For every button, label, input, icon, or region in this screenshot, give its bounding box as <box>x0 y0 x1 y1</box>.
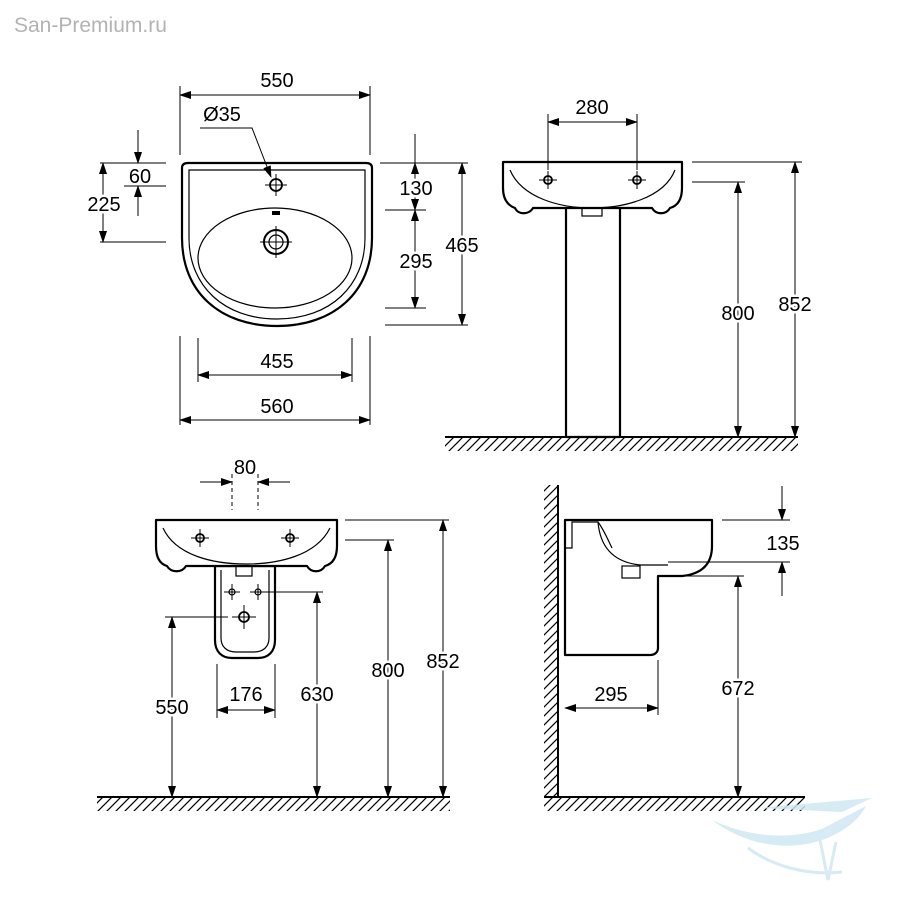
dim-label-drain-height: 550 <box>155 697 188 719</box>
dim-label-semi-hole-spacing: 80 <box>234 457 256 479</box>
dim-label-side-shroud-bottom-height: 672 <box>721 678 754 700</box>
tap-hole-right-icon <box>628 171 646 189</box>
dim-label-shroud-width: 176 <box>229 684 262 706</box>
drain-trap <box>581 207 603 217</box>
tap-hole-left-icon <box>191 529 209 547</box>
basin-front-pedestal <box>501 160 684 215</box>
watermark-text: San-Premium.ru <box>14 14 167 37</box>
dim-label-hole-offset: 60 <box>129 166 151 188</box>
drain-trap <box>621 565 641 579</box>
dim-label-shroud-bottom-height: 630 <box>300 684 333 706</box>
drain-icon <box>260 226 292 258</box>
pedestal-view: 280 800 852 <box>445 95 814 451</box>
wall-hatch <box>544 485 558 797</box>
dim-label-pedestal-hole-spacing: 280 <box>575 97 608 119</box>
drain-trap <box>235 565 253 577</box>
semi-pedestal-front-view: 80 550 176 630 800 852 <box>97 455 462 811</box>
dim-label-total-depth: 465 <box>445 235 478 257</box>
dim-label-bowl-depth: 295 <box>399 251 432 273</box>
top-view: 550 Ø35 60 225 130 295 465 455 <box>85 68 481 425</box>
semi-pedestal-side-view: 135 295 672 <box>544 485 805 811</box>
tap-hole-right-icon <box>281 529 299 547</box>
dim-label-top-width: 550 <box>260 70 293 92</box>
dim-label-shroud-depth: 295 <box>594 684 627 706</box>
basin-outline-top <box>180 161 374 328</box>
floor-hatch <box>445 437 798 451</box>
tap-hole-left-icon <box>539 171 557 189</box>
dim-label-pedestal-total-height: 852 <box>778 294 811 316</box>
dim-label-total-width: 560 <box>260 396 293 418</box>
basin-side-profile <box>563 518 714 657</box>
leader-hole-diameter <box>200 127 272 178</box>
dim-label-rim-depth: 130 <box>399 178 432 200</box>
tap-hole-icon <box>265 174 287 196</box>
dim-label-semi-rim-height: 800 <box>371 660 404 682</box>
dim-label-pedestal-rim-height: 800 <box>721 303 754 325</box>
dim-label-hole-diameter: Ø35 <box>203 104 241 126</box>
overflow-mark <box>272 211 280 215</box>
wall-fixing-points-icon <box>224 584 266 629</box>
dim-label-semi-total-height: 852 <box>426 651 459 673</box>
pedestal-column <box>564 203 622 439</box>
dim-label-rim-thickness: 135 <box>766 533 799 555</box>
bowl-outline <box>197 207 353 309</box>
dim-label-bowl-width: 455 <box>260 351 293 373</box>
floor-hatch <box>544 797 805 811</box>
watermark-logo <box>712 798 872 881</box>
basin-inner-rim <box>188 169 366 320</box>
dim-label-drain-offset: 225 <box>87 194 120 216</box>
floor-hatch <box>97 797 450 811</box>
